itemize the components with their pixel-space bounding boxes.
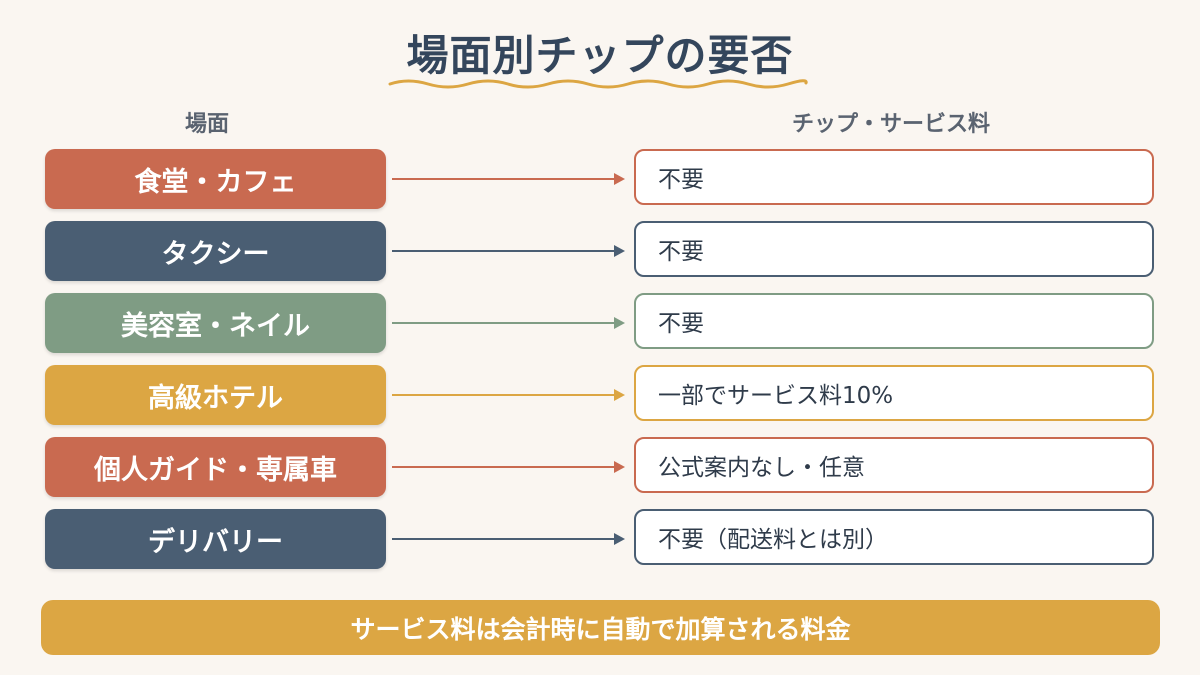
tip-column-header: チップ・サービス料 [792,112,991,137]
scene-column-header: 場面 [185,112,230,137]
row-taxi: タクシー 不要 [0,221,1200,283]
tip-answer: 一部でサービス料10% [634,365,1154,421]
arrow-icon [392,533,625,545]
arrow-icon [392,317,625,329]
row-delivery: デリバリー 不要（配送料とは別） [0,509,1200,571]
service-charge-note: サービス料は会計時に自動で加算される料金 [41,600,1160,655]
scene-label: タクシー [45,221,386,281]
arrow-icon [392,389,625,401]
tip-answer: 不要 [634,221,1154,277]
arrow-icon [392,173,625,185]
page-title: 場面別チップの要否 [406,31,794,80]
scene-label: 個人ガイド・専属車 [45,437,386,497]
tip-answer: 不要（配送料とは別） [634,509,1154,565]
scene-label: 高級ホテル [45,365,386,425]
row-salon: 美容室・ネイル 不要 [0,293,1200,355]
row-restaurant: 食堂・カフェ 不要 [0,149,1200,211]
title-underline [388,79,808,89]
scene-label: 美容室・ネイル [45,293,386,353]
tip-answer: 公式案内なし・任意 [634,437,1154,493]
arrow-icon [392,461,625,473]
tip-answer: 不要 [634,149,1154,205]
row-guide: 個人ガイド・専属車 公式案内なし・任意 [0,437,1200,499]
tip-answer: 不要 [634,293,1154,349]
scene-label: デリバリー [45,509,386,569]
row-hotel: 高級ホテル 一部でサービス料10% [0,365,1200,427]
arrow-icon [392,245,625,257]
scene-label: 食堂・カフェ [45,149,386,209]
